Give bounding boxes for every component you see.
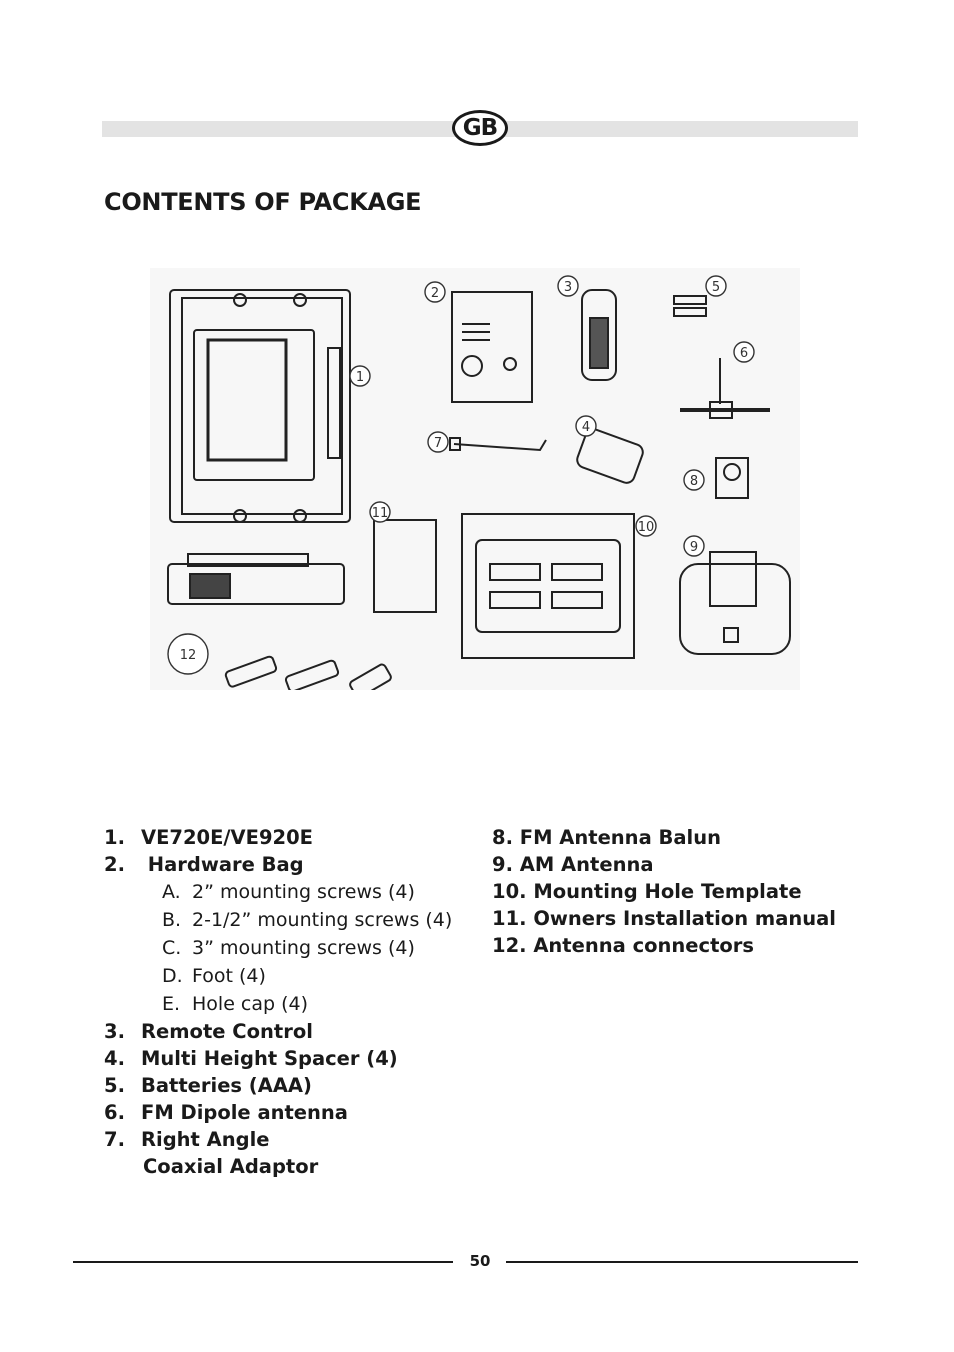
callout-4: 4 xyxy=(582,420,590,435)
item-label: Batteries (AAA) xyxy=(141,1074,312,1097)
package-contents-drawing: 1 2 3 4 5 6 7 8 9 10 11 12 xyxy=(150,268,800,690)
item-number: 5. xyxy=(104,1074,125,1097)
footer-rule-right xyxy=(506,1261,858,1263)
page-title: CONTENTS OF PACKAGE xyxy=(104,188,422,216)
callout-2: 2 xyxy=(431,286,439,301)
list-item: 12. Antenna connectors xyxy=(492,934,755,957)
list-item: 2. Hardware Bag xyxy=(104,851,464,878)
package-contents-illustration: 1 2 3 4 5 6 7 8 9 10 11 12 xyxy=(150,268,800,690)
callout-8: 8 xyxy=(690,474,698,489)
item-label: VE720E/VE920E xyxy=(141,826,313,849)
sub-item: A. 2” mounting screws (4) xyxy=(104,878,464,906)
page-number: 50 xyxy=(469,1252,491,1270)
contents-list-right: 8. FM Antenna Balun 9. AM Antenna 10. Mo… xyxy=(492,824,872,959)
item-label: Multi Height Spacer (4) xyxy=(141,1047,398,1070)
callout-5: 5 xyxy=(712,280,720,295)
sub-item-label: 2-1/2” mounting screws (4) xyxy=(192,909,453,931)
sub-item: B. 2-1/2” mounting screws (4) xyxy=(104,906,464,934)
item-number: 2. xyxy=(104,853,125,876)
sub-item: C. 3” mounting screws (4) xyxy=(104,934,464,962)
sub-item-letter: C. xyxy=(162,937,182,959)
callout-6: 6 xyxy=(740,346,748,361)
sub-item-label: 2” mounting screws (4) xyxy=(192,881,415,903)
item-number: 3. xyxy=(104,1020,125,1043)
footer-rule-left xyxy=(73,1261,453,1263)
callout-7: 7 xyxy=(434,436,442,451)
sub-item: D. Foot (4) xyxy=(104,962,464,990)
sub-item-letter: A. xyxy=(162,881,181,903)
sub-item-label: Hole cap (4) xyxy=(192,993,309,1015)
list-item: 11. Owners Installation manual xyxy=(492,907,836,930)
list-item: 5. Batteries (AAA) xyxy=(104,1072,464,1099)
list-item: 1. VE720E/VE920E xyxy=(104,824,464,851)
item-label: Hardware Bag xyxy=(141,853,304,876)
list-item: 9. AM Antenna xyxy=(492,853,654,876)
item-label: FM Dipole antenna xyxy=(141,1101,348,1124)
contents-list-left: 1. VE720E/VE920E 2. Hardware Bag A. 2” m… xyxy=(104,824,464,1180)
sub-item-letter: B. xyxy=(162,909,182,931)
sub-item-label: 3” mounting screws (4) xyxy=(192,937,415,959)
item-label: Right Angle xyxy=(141,1128,270,1151)
item-number: 4. xyxy=(104,1047,125,1070)
list-item: 4. Multi Height Spacer (4) xyxy=(104,1045,464,1072)
list-item: 7. Right Angle xyxy=(104,1126,464,1153)
callout-9: 9 xyxy=(690,540,698,555)
callout-markers xyxy=(167,275,755,675)
callout-1: 1 xyxy=(356,370,364,385)
list-item: 10. Mounting Hole Template xyxy=(492,880,802,903)
sub-item-letter: D. xyxy=(162,965,183,987)
item-number: 1. xyxy=(104,826,125,849)
item-label: Remote Control xyxy=(141,1020,313,1043)
sub-item-label: Foot (4) xyxy=(192,965,266,987)
sub-item: E. Hole cap (4) xyxy=(104,990,464,1018)
language-badge: GB xyxy=(452,110,508,146)
item-7-continuation: Coaxial Adaptor xyxy=(143,1155,319,1178)
sub-item-letter: E. xyxy=(162,993,181,1015)
item-number: 7. xyxy=(104,1128,125,1151)
list-item: 6. FM Dipole antenna xyxy=(104,1099,464,1126)
callout-10: 10 xyxy=(638,520,655,535)
callout-11: 11 xyxy=(372,506,389,521)
list-item: 8. FM Antenna Balun xyxy=(492,826,721,849)
list-item: 3. Remote Control xyxy=(104,1018,464,1045)
callout-3: 3 xyxy=(564,280,572,295)
callout-12: 12 xyxy=(180,648,197,663)
item-number: 6. xyxy=(104,1101,125,1124)
